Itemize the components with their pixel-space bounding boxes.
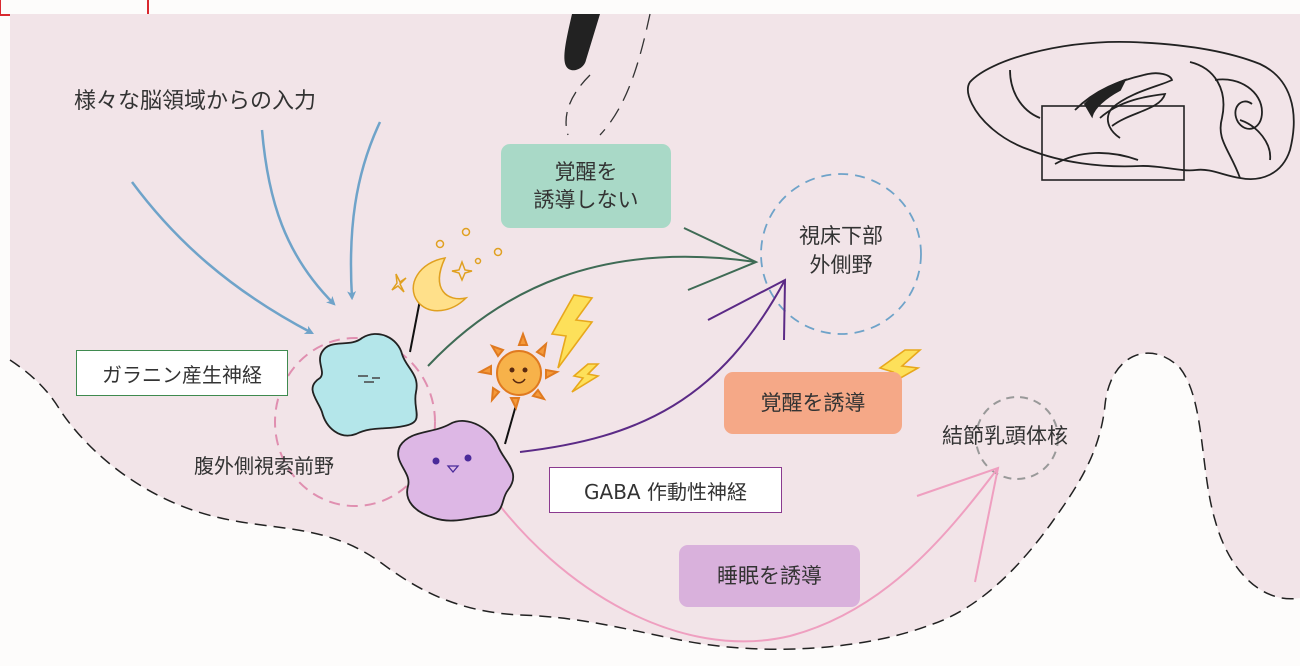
galanin-neuron — [311, 333, 418, 437]
no-wake-line-1: 覚醒を — [554, 159, 618, 184]
no-wake-box: 覚醒を 誘導しない — [501, 144, 671, 228]
galanin-arrowhead — [683, 227, 759, 291]
wake-box: 覚醒を誘導 — [724, 372, 902, 434]
fiber-dashed-right — [599, 13, 651, 136]
gaba-to-lh-arrow — [519, 279, 786, 453]
input-arrow-1 — [130, 181, 314, 335]
input-arrow-2 — [260, 129, 336, 306]
star-icons — [391, 259, 473, 293]
mouse-brain-icon — [966, 41, 1295, 181]
moon-icon — [412, 257, 469, 312]
brain-section — [10, 14, 1300, 650]
fiber-dashed-left — [565, 74, 591, 136]
input-arrow-3 — [347, 121, 382, 301]
region-label: 腹外側視索前野 — [194, 454, 334, 478]
lh-line-2: 外側野 — [809, 253, 873, 278]
lightning-icon-1 — [550, 294, 594, 369]
sun-icon — [477, 331, 560, 411]
galanin-neuron-process — [409, 299, 421, 353]
lateral-hypothalamus-circle — [760, 173, 922, 335]
gaba-neuron — [397, 420, 515, 522]
brain-outline — [9, 352, 1300, 651]
sleep-box: 睡眠を誘導 — [679, 545, 860, 607]
gaba-to-tmn-arrow — [487, 467, 999, 643]
inputs-label: 様々な脳領域からの入力 — [74, 89, 317, 114]
dot-icons — [435, 227, 503, 265]
no-wake-line-2: 誘導しない — [533, 188, 639, 212]
lateral-hypothalamus-label: 視床下部 外側野 — [766, 222, 916, 281]
gaba-neuron-label: GABA 作動性神経 — [549, 467, 782, 513]
pink-arrowhead — [916, 466, 1000, 583]
vlpo-dashed-circle — [274, 337, 436, 507]
lightning-icon-2 — [571, 363, 601, 393]
gaba-arrowhead — [707, 278, 787, 341]
corner-mark — [0, 0, 149, 16]
lh-line-1: 視床下部 — [799, 224, 883, 248]
tuberomammillary-label: 結節乳頭体核 — [942, 424, 1068, 448]
tuberomammillary-circle — [975, 396, 1059, 480]
galanin-to-lh-arrow — [427, 255, 757, 367]
optic-fiber — [564, 14, 600, 71]
galanin-neuron-label: ガラニン産生神経 — [76, 350, 288, 396]
